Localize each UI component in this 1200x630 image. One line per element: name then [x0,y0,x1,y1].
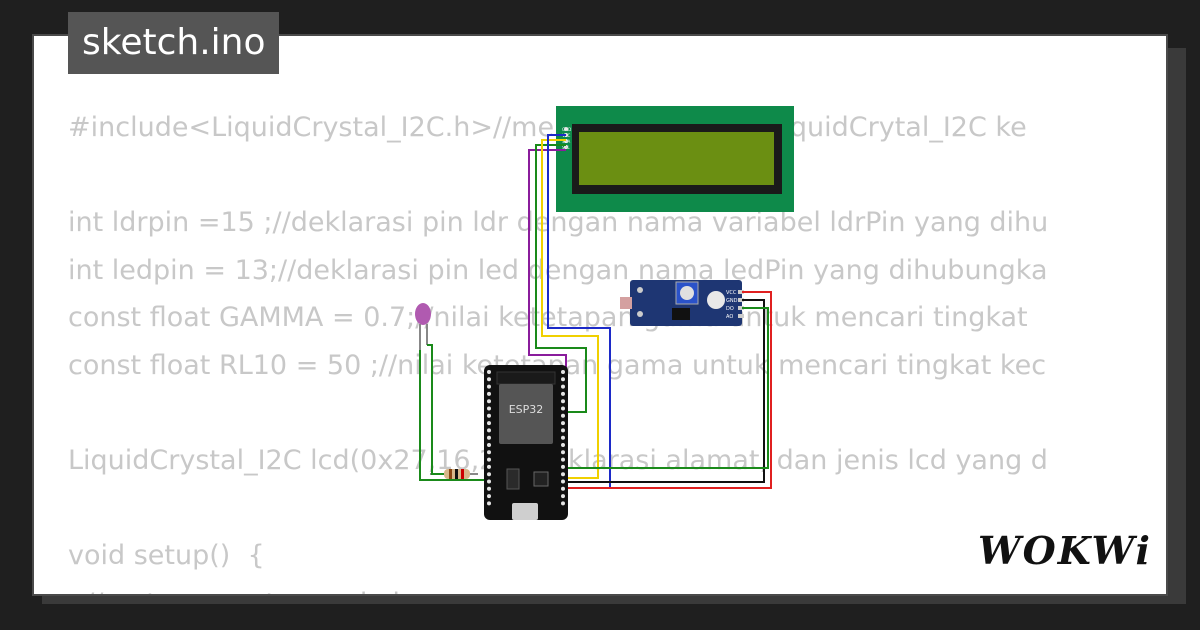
board-pin[interactable] [561,457,565,462]
sensor-pin[interactable] [738,306,744,310]
board-pin[interactable] [487,399,491,404]
sensor-pin-header: VCC GND DO AO [726,290,744,320]
lcd-pin-label: VCC [562,133,571,138]
led-body [415,303,431,325]
board-pin[interactable] [561,450,565,455]
esp32-board[interactable]: ESP32 [484,365,568,520]
board-pin[interactable] [561,413,565,418]
sensor-chip [672,308,690,320]
board-pin[interactable] [487,479,491,484]
board-label: ESP32 [509,403,544,416]
sensor-pin[interactable] [738,314,744,318]
board-pin[interactable] [487,472,491,477]
sensor-led [707,291,725,309]
sensor-pin[interactable] [738,290,744,294]
lcd-pin-label: GND [562,127,571,132]
sensor-pin-label: AO [726,314,733,320]
board-pin[interactable] [561,486,565,491]
wire-green-led2 [427,344,444,475]
lcd-pin-label: SDA [562,139,571,144]
esp32-module [499,384,553,444]
board-pin[interactable] [487,421,491,426]
board-pin[interactable] [561,421,565,426]
code-line: int ldrpin =15 ;//deklarasi pin ldr deng… [68,207,1049,239]
board-pin[interactable] [487,413,491,418]
board-pin[interactable] [561,472,565,477]
usb-chip [533,471,549,487]
ldr-photoresistor [620,297,632,309]
board-pin[interactable] [561,391,565,396]
board-pin[interactable] [561,464,565,469]
wire-green-led [419,350,486,481]
lcd-screen [579,132,774,185]
sensor-pin-label: VCC [726,290,737,296]
board-pin[interactable] [487,435,491,440]
board-pin-headers [487,370,565,506]
file-title-tab: sketch.ino [68,12,280,74]
board-pin[interactable] [561,479,565,484]
board-pin[interactable] [487,464,491,469]
usb-port [512,503,538,520]
board-pin[interactable] [487,494,491,499]
board-pin[interactable] [487,370,491,374]
board-pin[interactable] [487,443,491,447]
code-line: LiquidCrystal_I2C lcd(0x27,16,2);//dekla… [68,445,1048,477]
wire-red [566,291,772,489]
code-line: void setup() { [68,540,265,572]
board-pin[interactable] [487,501,491,506]
board-pin[interactable] [561,384,565,389]
board-pin[interactable] [561,406,565,411]
board-pin[interactable] [561,494,565,499]
led[interactable] [415,303,431,350]
board-pin[interactable] [487,391,491,396]
potentiometer-knob [680,286,694,300]
board-pin[interactable] [561,399,565,404]
lcd-pin[interactable] [564,127,568,131]
sensor-pin-label: DO [726,306,734,312]
board-pin[interactable] [487,450,491,455]
board-pin[interactable] [487,384,491,389]
board-pin[interactable] [487,486,491,491]
board-pin[interactable] [561,370,565,374]
board-pin[interactable] [561,443,565,447]
lcd-pin-label: SCL [562,145,570,150]
code-line: const float RL10 = 50 ;//nilai ketetapan… [68,349,1047,381]
code-line: // put your setup code here [68,580,1132,594]
board-pin[interactable] [561,501,565,506]
voltage-regulator [506,468,520,490]
code-line: const float GAMMA = 0.7;//nilai ketetapa… [68,302,1028,334]
wire-green-sensor [566,307,769,469]
board-pin[interactable] [561,435,565,440]
board-pin[interactable] [487,377,491,382]
sensor-pin[interactable] [738,298,744,302]
board-pin[interactable] [561,377,565,382]
sensor-pin-label: GND [726,298,738,304]
board-pin[interactable] [561,428,565,433]
ldr-sensor-module[interactable]: VCC GND DO AO [620,280,744,326]
wire-yellow [541,139,599,479]
board-pin[interactable] [487,428,491,433]
board-pin[interactable] [487,457,491,462]
wokwi-logo: WOKWi [978,528,1152,573]
wire-black [566,299,765,483]
board-pin[interactable] [487,406,491,411]
